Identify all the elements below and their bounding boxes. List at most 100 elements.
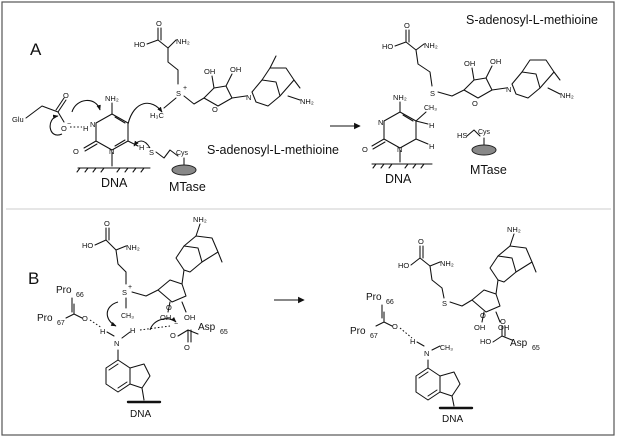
b-h-left: H bbox=[100, 327, 105, 336]
pro-residues-right: Pro 66 Pro 67 O bbox=[350, 292, 413, 340]
pro67-label: Pro bbox=[37, 313, 53, 324]
asp-carbonyl-o-right: O bbox=[500, 317, 506, 326]
pro66-label: Pro bbox=[56, 285, 72, 296]
dna-label-b-right: DNA bbox=[442, 414, 463, 425]
b-sam-ch3: CH₃ bbox=[121, 313, 134, 320]
sam-ho: HO bbox=[134, 40, 145, 49]
asp-residue-right: HO O Asp 65 bbox=[480, 317, 540, 352]
asp-minus: − bbox=[174, 321, 178, 328]
b-n6-left: N bbox=[114, 339, 119, 348]
sah-adenine-nh2: NH₂ bbox=[560, 91, 574, 100]
product-ch3: CH₃ bbox=[424, 105, 437, 112]
mtase-ellipse-left bbox=[171, 164, 197, 176]
product-nh2: NH₂ bbox=[393, 93, 407, 102]
b-ch3-right: CH₃ bbox=[440, 345, 453, 352]
h-atom-a: H bbox=[83, 124, 88, 133]
product-n1: N bbox=[397, 145, 402, 154]
cys-label: Cys bbox=[176, 150, 189, 157]
sam-adenine-nh2: NH₂ bbox=[300, 97, 314, 106]
asp-residue-left: − O O Asp 65 bbox=[149, 316, 228, 352]
asp65-label-right: Asp bbox=[510, 338, 528, 349]
b-h-right-product: H bbox=[410, 337, 415, 346]
b-h-right: H bbox=[130, 326, 135, 335]
b-sam-adenine-nh2: NH₂ bbox=[193, 215, 207, 224]
sah-b-right: HO O NH₂ S O OH OH NH₂ bbox=[398, 225, 537, 332]
sah-right: S-adenosyl-L-methioine HO O NH₂ S O OH O… bbox=[382, 13, 598, 108]
b-sam-oh-right: OH bbox=[184, 313, 195, 322]
product-o2: O bbox=[362, 145, 368, 154]
b-sah-oh-left: OH bbox=[474, 323, 485, 332]
cys-s-minus: S bbox=[149, 148, 154, 157]
pro66-label-right: Pro bbox=[366, 292, 382, 303]
asp65-label: Asp bbox=[198, 322, 216, 333]
b-sam-s: S bbox=[122, 288, 127, 297]
glu-o-minus: O bbox=[61, 124, 67, 133]
sah-nh2: NH₂ bbox=[424, 41, 438, 50]
glu-minus: − bbox=[67, 121, 71, 128]
sam-oh-right: OH bbox=[230, 65, 241, 74]
sam-s-charge: + bbox=[183, 85, 187, 92]
asp65-sub-right: 65 bbox=[532, 345, 540, 352]
cys-mtase-right: HS Cys MTase bbox=[457, 129, 507, 177]
cys-s-charge: − bbox=[146, 145, 150, 152]
dna-adenine-right: H N CH₃ DNA bbox=[410, 337, 474, 425]
cytosine-ring: NH₂ N N O H DNA bbox=[73, 94, 163, 190]
dna-label-a-right: DNA bbox=[385, 172, 412, 186]
glu-label: Glu bbox=[12, 115, 24, 124]
panel-a: A Glu O O − H NH₂ N N bbox=[12, 13, 598, 194]
product-h6: H bbox=[429, 142, 434, 151]
cytosine-n1: N bbox=[109, 147, 114, 156]
pro-residues-left: Pro 66 Pro 67 O bbox=[37, 285, 103, 329]
sam-ribose-o: O bbox=[212, 105, 218, 114]
pro-carbonyl-o: O bbox=[82, 314, 88, 323]
b-sah-oh-right: OH bbox=[498, 323, 509, 332]
sam-oh-left: OH bbox=[204, 67, 215, 76]
dna-label-b-left: DNA bbox=[130, 409, 151, 420]
dna-label-a-left: DNA bbox=[101, 176, 128, 190]
b-sam-s-charge: + bbox=[128, 284, 132, 291]
mtase-label-right: MTase bbox=[470, 163, 507, 177]
b-sam-oh-left: OH bbox=[160, 313, 171, 322]
sam-caption-right: S-adenosyl-L-methioine bbox=[466, 13, 598, 27]
sah-ho: HO bbox=[382, 42, 393, 51]
b-sam-ho: HO bbox=[82, 241, 93, 250]
sah-carbonyl-o: O bbox=[404, 21, 410, 30]
pro-carbonyl-o-right: O bbox=[392, 322, 398, 331]
cytosine-n3: N bbox=[90, 120, 95, 129]
b-sam-nh2: NH₂ bbox=[126, 243, 140, 252]
b-sah-nh2: NH₂ bbox=[440, 259, 454, 268]
mtase-label-left: MTase bbox=[169, 180, 206, 194]
sam-carbonyl-o: O bbox=[156, 19, 162, 28]
b-sam-carbonyl-o: O bbox=[104, 219, 110, 228]
sah-oh-right: OH bbox=[490, 57, 501, 66]
product-h5: H bbox=[429, 121, 434, 130]
sah-ribose-o: O bbox=[472, 99, 478, 108]
pro67-sub-right: 67 bbox=[370, 333, 378, 340]
asp-carbonyl-o: O bbox=[184, 343, 190, 352]
cys-hs: HS bbox=[457, 131, 467, 140]
sam-s-plus: S bbox=[176, 89, 181, 98]
sam-h3c: H₃C bbox=[150, 111, 164, 120]
product-n3: N bbox=[378, 118, 383, 127]
sam-adenine-n9: N bbox=[246, 93, 251, 102]
sah-adenine-n9: N bbox=[506, 85, 511, 94]
panel-b: B HO O NH₂ S + CH₃ O OH OH NH₂ bbox=[28, 215, 540, 425]
asp-ho-right: HO bbox=[480, 337, 491, 346]
pro66-sub: 66 bbox=[76, 292, 84, 299]
cys-mtase-left: S − Cys MTase bbox=[133, 140, 206, 194]
b-n6-right: N bbox=[424, 349, 429, 358]
sah-s: S bbox=[430, 89, 435, 98]
product-cytosine: NH₂ N N O CH₃ H H DNA bbox=[362, 93, 437, 186]
sam-b-left: HO O NH₂ S + CH₃ O OH OH NH₂ bbox=[82, 215, 223, 327]
glu-carbonyl-o: O bbox=[63, 91, 69, 100]
glu-residue: Glu O O − H bbox=[12, 91, 101, 136]
sah-oh-left: OH bbox=[464, 59, 475, 68]
asp65-sub: 65 bbox=[220, 329, 228, 336]
panel-a-label: A bbox=[30, 40, 42, 59]
cys-label-right: Cys bbox=[478, 129, 491, 136]
cytosine-nh2: NH₂ bbox=[105, 94, 119, 103]
pro67-label-right: Pro bbox=[350, 326, 366, 337]
cytosine-o2: O bbox=[73, 147, 79, 156]
